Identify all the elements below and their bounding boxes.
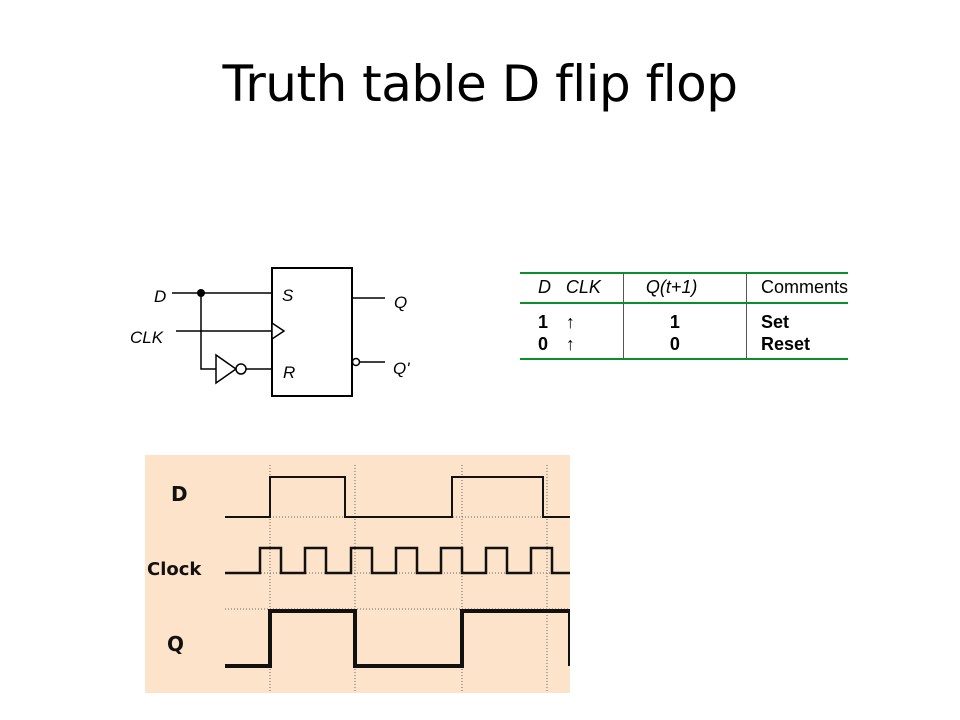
header-comments: Comments <box>745 272 848 304</box>
r-input-label: R <box>283 363 295 382</box>
clock-triangle <box>271 321 286 341</box>
slide-title: Truth table D flip flop <box>222 55 738 113</box>
timing-label-q: Q <box>167 632 184 656</box>
truth-table-header: D CLK Q(t+1) Comments <box>520 272 848 304</box>
row-q-next-value: 1 <box>622 303 747 333</box>
d-flip-flop-circuit: D CLK S R Q Q' <box>130 267 410 397</box>
truth-table-container: D CLK Q(t+1) Comments 1 ↑ 1 Set 0 ↑ 0 Re… <box>520 272 848 360</box>
table-row: 1 ↑ 1 Set <box>520 303 848 333</box>
d-to-inverter-wire <box>200 293 216 370</box>
rising-edge-arrow-icon: ↑ <box>565 312 575 332</box>
q-bar-output-label: Q' <box>393 359 410 378</box>
dotted-guidelines <box>225 465 570 693</box>
table-row: 0 ↑ 0 Reset <box>520 333 848 360</box>
header-clk: CLK <box>565 272 624 304</box>
input-d-label: D <box>154 287 166 306</box>
row-comment: Reset <box>745 333 848 360</box>
q-waveform <box>225 609 570 668</box>
row-d-value: 1 <box>538 312 549 332</box>
timing-diagram-svg: D Clock Q <box>147 465 570 693</box>
header-d: D <box>520 272 566 304</box>
d-waveform <box>225 476 570 518</box>
row-q-next-value: 0 <box>622 333 747 360</box>
clock-waveform <box>225 546 570 575</box>
q-output-label: Q <box>394 293 407 312</box>
inverter-bubble <box>235 363 247 375</box>
timing-label-clock: Clock <box>147 559 202 580</box>
s-input-label: S <box>282 286 294 305</box>
input-clk-label: CLK <box>130 328 164 347</box>
header-q-next: Q(t+1) <box>622 272 747 304</box>
row-d-value: 0 <box>520 333 566 360</box>
truth-table: D CLK Q(t+1) Comments 1 ↑ 1 Set 0 ↑ 0 Re… <box>520 272 848 360</box>
rising-edge-arrow-icon: ↑ <box>565 333 624 360</box>
timing-label-d: D <box>171 482 188 506</box>
inverter-symbol <box>215 353 238 385</box>
timing-diagram: D Clock Q <box>145 455 570 693</box>
q-bar-bubble <box>351 357 361 367</box>
sr-latch-box <box>271 267 353 397</box>
row-comment: Set <box>745 303 848 333</box>
